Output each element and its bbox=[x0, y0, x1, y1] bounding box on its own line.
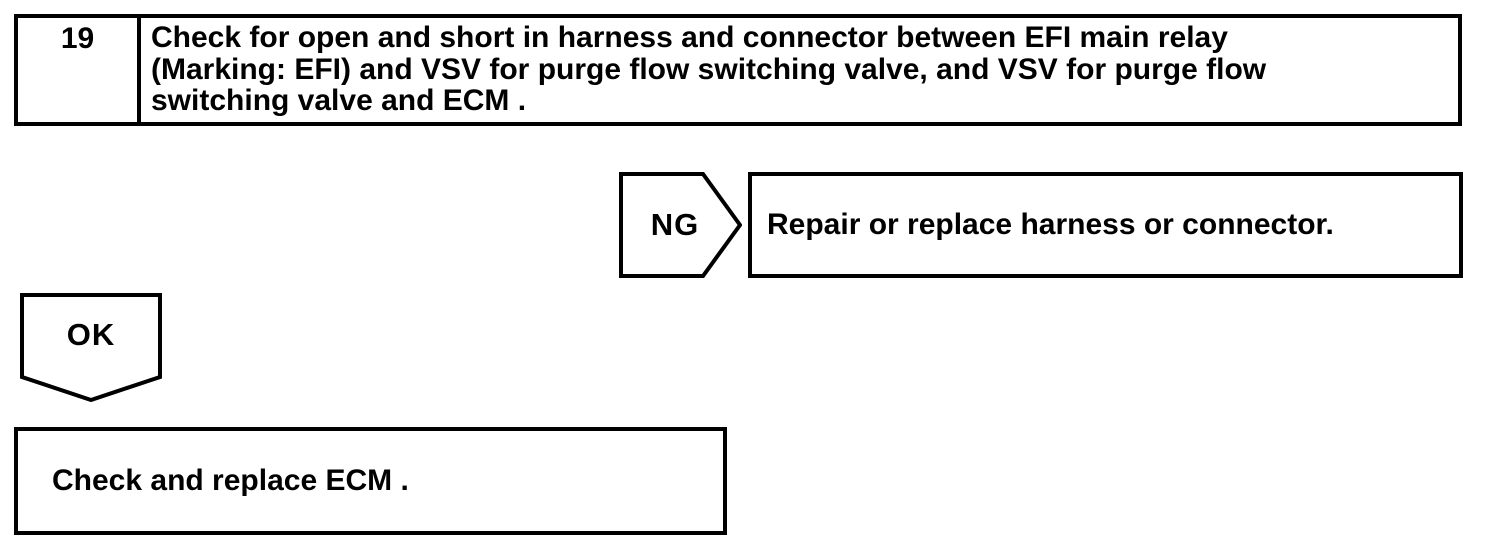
ng-label: NG bbox=[650, 207, 700, 242]
step-instruction: Check for open and short in harness and … bbox=[141, 18, 1458, 122]
step-number: 19 bbox=[18, 18, 141, 122]
ok-pentagon-outline bbox=[20, 293, 162, 402]
ok-label: OK bbox=[66, 317, 116, 352]
ok-action-box: Check and replace ECM . bbox=[14, 427, 727, 535]
ok-action-text: Check and replace ECM . bbox=[52, 464, 409, 497]
step-instruction-line-3: switching valve and ECM . bbox=[151, 84, 527, 117]
step-instruction-line-2: (Marking: EFI) and VSV for purge flow sw… bbox=[151, 52, 1267, 86]
ng-action-text: Repair or replace harness or connector. bbox=[767, 208, 1334, 241]
ng-pentagon-icon bbox=[619, 172, 742, 278]
step-instruction-line-1: Check for open and short in harness and … bbox=[151, 21, 1228, 54]
ng-pentagon-outline bbox=[619, 172, 742, 278]
ok-pentagon-icon bbox=[20, 293, 162, 402]
ng-action-box: Repair or replace harness or connector. bbox=[748, 172, 1463, 278]
step-box: 19 Check for open and short in harness a… bbox=[14, 14, 1462, 126]
